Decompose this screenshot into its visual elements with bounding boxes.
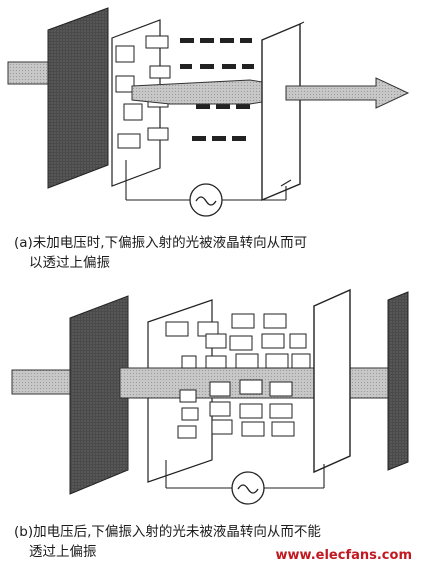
caption-b-line-1: (b)加电压后,下偏振入射的光未被液晶转向从而不能 xyxy=(14,524,321,540)
caption-a-line-2: 以透过上偏振 xyxy=(29,255,110,271)
liquid-crystal-molecules-b xyxy=(165,313,311,439)
caption-b: (b)加电压后,下偏振入射的光未被液晶转向从而不能 透过上偏振 xyxy=(14,522,414,562)
caption-a: (a)未加电压时,下偏振入射的光被液晶转向从而可 以透过上偏振 xyxy=(14,233,414,273)
caption-b-line-2: 透过上偏振 xyxy=(29,544,97,560)
circuit-wires-a xyxy=(125,160,292,201)
circuit-wires-b xyxy=(165,460,325,489)
upper-polarizer-a xyxy=(261,22,301,202)
lower-polarizer-b xyxy=(69,295,129,495)
caption-a-line-1: (a)未加电压时,下偏振入射的光被液晶转向从而可 xyxy=(14,235,308,251)
lower-polarizer-a xyxy=(47,7,109,189)
diagram-b xyxy=(11,288,409,505)
watermark: www.elecfans.com xyxy=(275,548,412,563)
outgoing-light-arrow-a xyxy=(285,77,410,109)
upper-polarizer-b xyxy=(387,291,409,471)
diagram-a xyxy=(7,7,410,217)
front-glass-plate-b xyxy=(313,288,351,474)
